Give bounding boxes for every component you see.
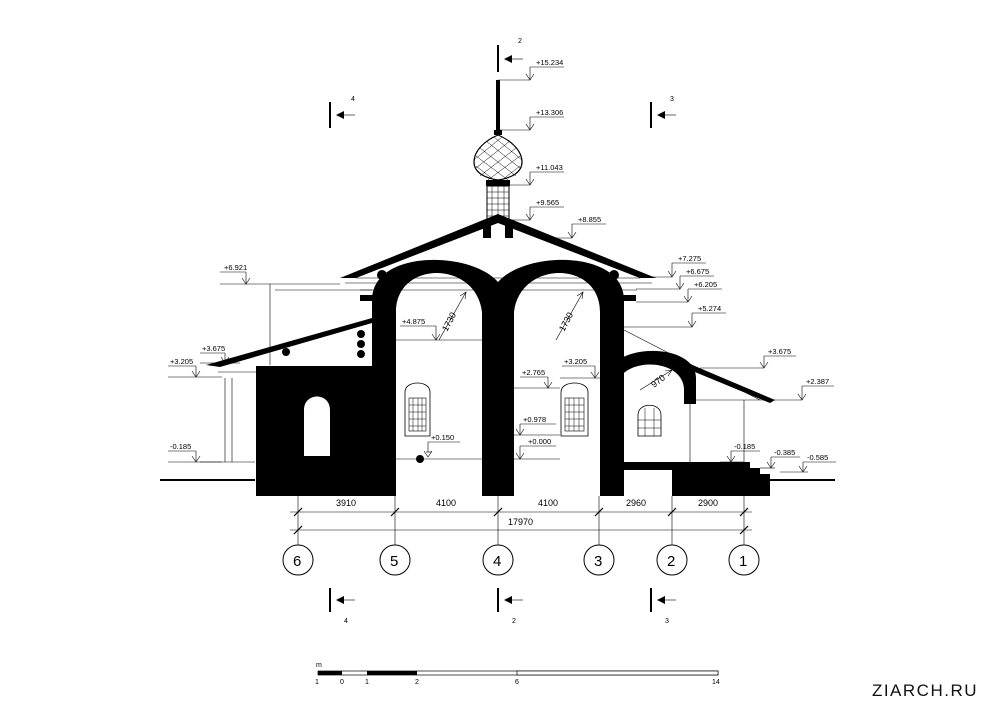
level-mark: -0.585 <box>780 453 836 473</box>
section-mark: 4 <box>329 588 355 625</box>
section-label: 4 <box>344 618 348 625</box>
scale-tick: 2 <box>415 679 419 686</box>
axis-bubbles: 6 5 4 3 2 1 <box>282 544 760 576</box>
arch-dimensions: 1730 1730 970 <box>438 291 673 391</box>
section-label: 3 <box>670 96 674 103</box>
scale-tick: 1 <box>315 679 319 686</box>
level-mark: +3.205 <box>560 357 600 379</box>
level-label: +0.000 <box>528 437 551 446</box>
window <box>560 382 589 437</box>
level-mark: +3.675 <box>700 347 796 369</box>
axis-label: 5 <box>390 553 398 570</box>
arch-dim-label: 1730 <box>557 311 575 333</box>
level-mark: +6.205 <box>636 280 722 303</box>
span-dim: 2960 <box>626 498 646 508</box>
axis-label: 1 <box>739 553 747 570</box>
level-label: -0.585 <box>807 453 828 462</box>
level-label: +0.978 <box>523 415 546 424</box>
level-mark: +8.855 <box>540 215 606 239</box>
level-mark: +0.978 <box>514 415 560 436</box>
section-mark: 2 <box>497 38 523 72</box>
cupola <box>473 80 523 238</box>
level-mark: +5.274 <box>624 304 726 328</box>
level-label: +6.205 <box>694 280 717 289</box>
section-mark: 3 <box>650 588 676 625</box>
main-arches <box>357 259 636 496</box>
level-label: +11.043 <box>536 163 563 172</box>
level-label: +6.921 <box>224 263 247 272</box>
section-label: 3 <box>665 618 669 625</box>
level-label: +8.855 <box>578 215 601 224</box>
scale-tick: 14 <box>712 679 720 686</box>
level-mark: +6.675 <box>636 267 714 290</box>
level-label: +15.234 <box>536 58 563 67</box>
window <box>404 382 431 437</box>
level-mark: +2.387 <box>770 377 834 401</box>
section-label: 2 <box>512 618 516 625</box>
level-label: +3.205 <box>564 357 587 366</box>
section-marks-top: 4 2 3 <box>329 38 676 128</box>
level-label: +6.675 <box>686 267 709 276</box>
level-label: +9.565 <box>536 198 559 207</box>
level-mark: +13.306 <box>498 108 564 131</box>
level-mark: +2.765 <box>514 368 560 389</box>
scale-bar: m 1 0 1 2 6 14 <box>315 662 720 686</box>
right-block <box>600 329 775 496</box>
section-mark: 3 <box>650 96 676 128</box>
span-dim: 3910 <box>336 498 356 508</box>
span-dim: 2900 <box>698 498 718 508</box>
scale-unit: m <box>316 662 322 669</box>
level-label: +0.150 <box>431 433 454 442</box>
level-label: +3.205 <box>170 357 193 366</box>
level-mark: +3.675 <box>200 344 240 364</box>
level-mark: +3.205 <box>168 357 222 378</box>
left-block <box>206 284 482 496</box>
scale-tick: 0 <box>340 679 344 686</box>
level-label: +2.387 <box>806 377 829 386</box>
level-label: +5.274 <box>698 304 721 313</box>
dimension-chain: 3910 4100 4100 2960 2900 17970 <box>290 496 752 545</box>
span-dim: 4100 <box>538 498 558 508</box>
level-label: +13.306 <box>536 108 563 117</box>
level-mark: -0.185 <box>168 442 222 463</box>
level-mark: +15.234 <box>498 58 564 81</box>
level-label: +3.675 <box>768 347 791 356</box>
section-label: 4 <box>351 96 355 103</box>
axis-label: 3 <box>594 553 602 570</box>
scale-tick: 6 <box>515 679 519 686</box>
scale-tick: 1 <box>365 679 369 686</box>
level-marks: +15.234 +13.306 +11.043 +9.565 +8.855 +7… <box>168 58 836 473</box>
level-label: +7.275 <box>678 254 701 263</box>
level-mark: -0.185 <box>720 442 760 463</box>
level-label: +4.875 <box>402 317 425 326</box>
level-mark: +0.000 <box>514 437 560 460</box>
level-mark: +7.275 <box>652 254 706 278</box>
level-label: -0.185 <box>734 442 755 451</box>
level-label: +2.765 <box>522 368 545 377</box>
span-dim: 4100 <box>436 498 456 508</box>
axis-label: 6 <box>293 553 301 570</box>
level-mark: +6.921 <box>220 263 340 285</box>
level-mark: +0.150 <box>423 433 460 458</box>
level-label: +3.675 <box>202 344 225 353</box>
level-mark: +11.043 <box>510 163 564 186</box>
section-mark: 4 <box>329 96 355 128</box>
section-marks-bottom: 4 2 3 <box>329 588 676 625</box>
level-mark: -0.385 <box>760 448 800 469</box>
level-label: -0.185 <box>170 442 191 451</box>
arch-dim-label: 1730 <box>440 311 458 333</box>
section-label: 2 <box>518 38 522 45</box>
axis-label: 2 <box>667 553 675 570</box>
axis-label: 4 <box>493 553 501 570</box>
section-mark: 2 <box>497 588 523 625</box>
level-label: -0.385 <box>774 448 795 457</box>
total-span-dim: 17970 <box>508 517 533 527</box>
level-mark: +9.565 <box>510 198 564 221</box>
watermark: ZIARCH.RU <box>871 681 978 700</box>
